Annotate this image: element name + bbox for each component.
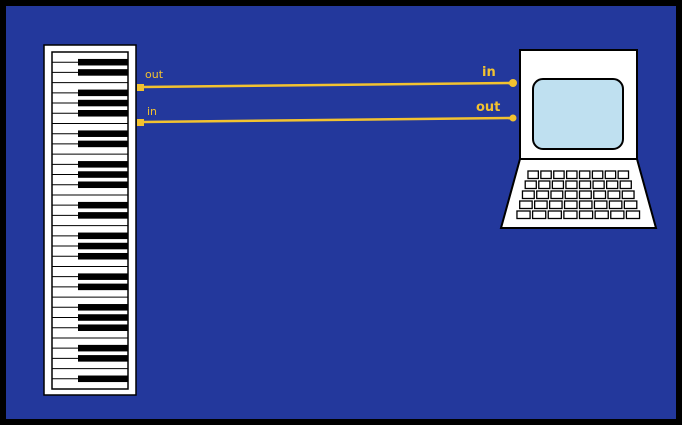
black-key bbox=[78, 171, 128, 178]
black-key bbox=[78, 273, 128, 280]
black-key bbox=[78, 314, 128, 321]
computer-key bbox=[528, 171, 538, 179]
computer-key bbox=[525, 181, 536, 189]
computer-key bbox=[580, 201, 592, 209]
computer-key bbox=[594, 191, 606, 199]
black-key bbox=[78, 233, 128, 240]
black-key bbox=[78, 141, 128, 148]
black-key bbox=[78, 345, 128, 352]
black-key bbox=[78, 161, 128, 168]
computer-key bbox=[592, 171, 602, 179]
keyboard-out-port bbox=[137, 84, 144, 91]
black-key bbox=[78, 284, 128, 291]
computer-key bbox=[539, 181, 550, 189]
black-key bbox=[78, 181, 128, 188]
computer-key bbox=[626, 211, 639, 219]
computer-screen bbox=[533, 79, 623, 149]
computer-key bbox=[620, 181, 631, 189]
computer-key bbox=[548, 211, 561, 219]
computer-key bbox=[535, 201, 547, 209]
black-key bbox=[78, 130, 128, 137]
computer-in-label: in bbox=[482, 65, 496, 80]
computer-key bbox=[580, 171, 590, 179]
computer-key bbox=[593, 181, 604, 189]
keyboard-in-port bbox=[137, 119, 144, 126]
computer-key bbox=[622, 191, 634, 199]
computer-key bbox=[533, 211, 546, 219]
black-key bbox=[78, 243, 128, 250]
black-key bbox=[78, 202, 128, 209]
keyboard-in-label: in bbox=[147, 105, 157, 118]
computer bbox=[501, 50, 656, 228]
black-key bbox=[78, 110, 128, 117]
computer-key bbox=[580, 181, 591, 189]
computer-key bbox=[567, 171, 577, 179]
black-key bbox=[78, 90, 128, 97]
computer-key bbox=[580, 191, 592, 199]
computer-out-port bbox=[510, 115, 517, 122]
computer-key bbox=[552, 181, 563, 189]
black-key bbox=[78, 253, 128, 260]
computer-key bbox=[541, 171, 551, 179]
computer-key bbox=[618, 171, 628, 179]
computer-key bbox=[611, 211, 624, 219]
computer-key bbox=[551, 191, 563, 199]
black-key bbox=[78, 212, 128, 219]
keyboard-out-label: out bbox=[145, 68, 164, 81]
midi-keyboard-body bbox=[44, 45, 136, 395]
computer-key bbox=[595, 211, 608, 219]
computer-key bbox=[607, 181, 618, 189]
computer-in-port bbox=[509, 79, 517, 87]
midi-keyboard bbox=[44, 45, 136, 395]
computer-key bbox=[624, 201, 636, 209]
black-key bbox=[78, 100, 128, 107]
computer-key bbox=[605, 171, 615, 179]
computer-key bbox=[594, 201, 606, 209]
black-key bbox=[78, 355, 128, 362]
computer-key bbox=[554, 171, 564, 179]
black-key bbox=[78, 69, 128, 76]
computer-key bbox=[522, 191, 534, 199]
computer-key bbox=[517, 211, 530, 219]
black-key bbox=[78, 376, 128, 383]
black-key bbox=[78, 324, 128, 331]
computer-key bbox=[566, 181, 577, 189]
black-key bbox=[78, 59, 128, 66]
computer-out-label: out bbox=[476, 100, 500, 115]
computer-key bbox=[550, 201, 562, 209]
black-key bbox=[78, 304, 128, 311]
computer-key bbox=[565, 201, 577, 209]
computer-key bbox=[520, 201, 532, 209]
computer-key bbox=[580, 211, 593, 219]
computer-key bbox=[565, 191, 577, 199]
computer-key bbox=[537, 191, 549, 199]
computer-key bbox=[564, 211, 577, 219]
computer-key bbox=[608, 191, 620, 199]
computer-key bbox=[609, 201, 621, 209]
